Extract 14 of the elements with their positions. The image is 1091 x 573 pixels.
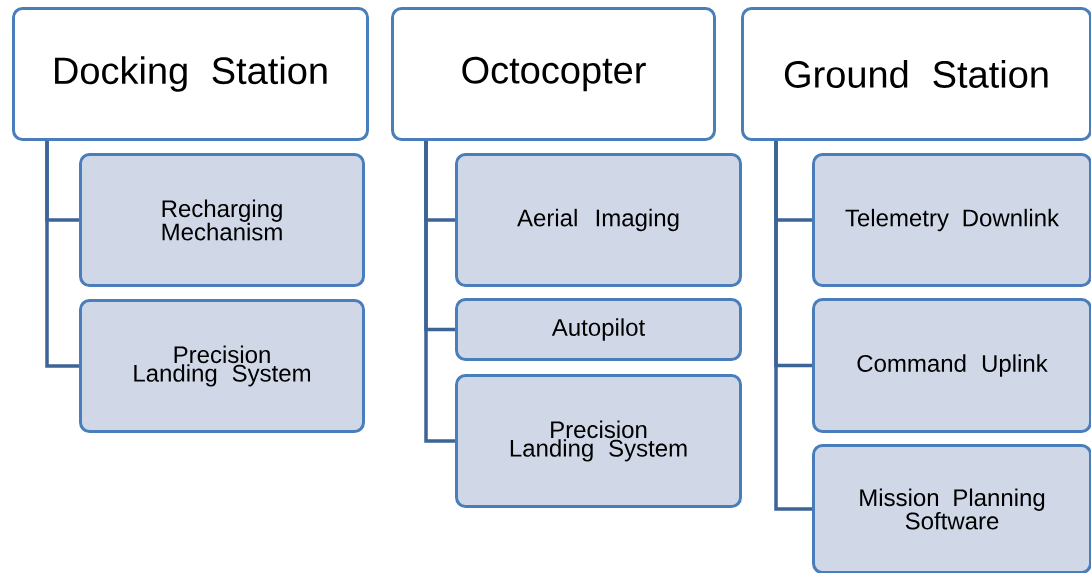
- connector: [424, 141, 455, 443]
- item-box: Precision Landing System: [455, 374, 742, 508]
- title-box: Octocopter: [391, 7, 716, 141]
- connector: [774, 141, 812, 511]
- item-box: Precision Landing System: [79, 299, 365, 433]
- item-box: Command Uplink: [812, 298, 1091, 433]
- title-box: Ground Station: [741, 7, 1091, 141]
- item-box: Mission Planning Software: [812, 444, 1091, 573]
- item-box: Aerial Imaging: [455, 153, 742, 287]
- item-box: Autopilot: [455, 298, 742, 361]
- connector: [45, 141, 79, 368]
- title-box: Docking Station: [12, 7, 369, 141]
- item-box: Recharging Mechanism: [79, 153, 365, 287]
- item-box: Telemetry Downlink: [812, 153, 1091, 287]
